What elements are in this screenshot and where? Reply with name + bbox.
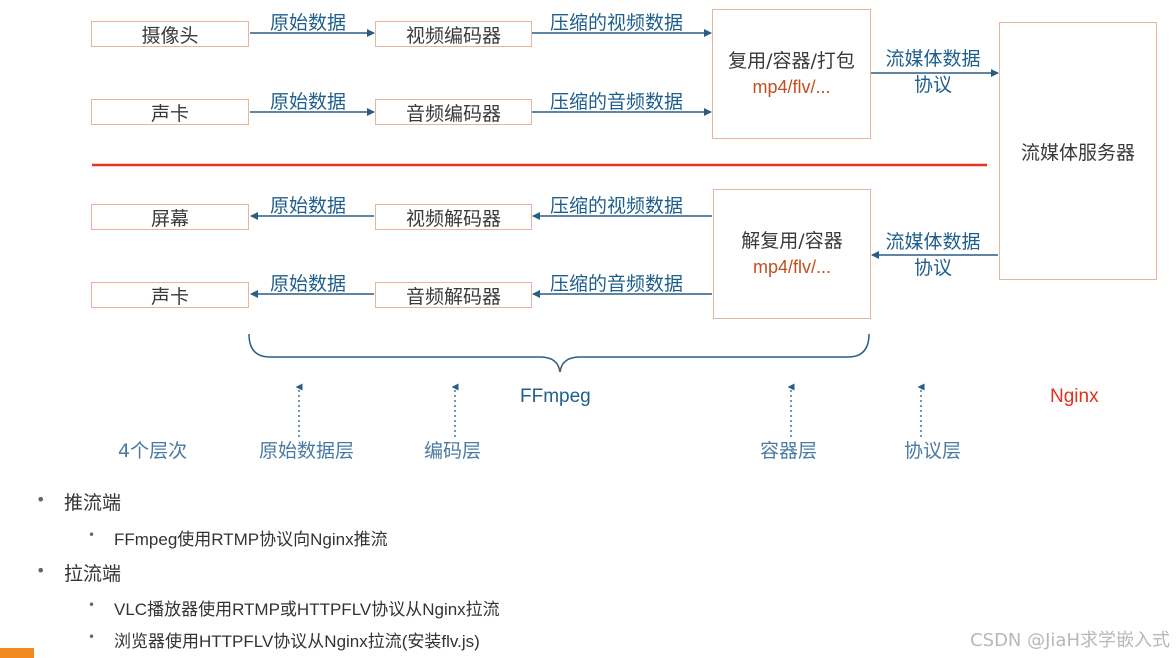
label-compressed-video-bottom: 压缩的视频数据 <box>550 195 684 217</box>
ffmpeg-label: FFmpeg <box>520 386 591 407</box>
bullet-pull-sub1: VLC播放器使用RTMP或HTTPFLV协议从Nginx拉流 <box>114 600 500 619</box>
label-raw-audio-top: 原始数据 <box>270 91 347 113</box>
demux-title: 解复用/容器 <box>741 230 843 252</box>
audio-decoder-box: 音频解码器 <box>375 282 532 308</box>
layer-encode-label: 编码层 <box>424 440 482 462</box>
corner-accent <box>0 648 34 658</box>
ffmpeg-brace <box>248 333 870 373</box>
bullet-pull-sub2: 浏览器使用HTTPFLV协议从Nginx拉流(安装flv.js) <box>114 632 480 651</box>
label-stream-protocol-top: 流媒体数据 协议 <box>885 48 981 96</box>
bullet-pull: 拉流端 <box>64 563 122 585</box>
nginx-label: Nginx <box>1050 386 1099 407</box>
label-compressed-audio-top: 压缩的音频数据 <box>550 91 684 113</box>
layer-count-label: 4个层次 <box>118 440 188 462</box>
bullet-push: 推流端 <box>64 492 122 514</box>
streaming-server-box: 流媒体服务器 <box>999 22 1157 280</box>
mux-format: mp4/flv/... <box>752 77 831 97</box>
layer-protocol-label: 协议层 <box>904 440 962 462</box>
mux-title: 复用/容器/打包 <box>728 50 855 72</box>
label-raw-audio-bottom: 原始数据 <box>270 273 347 295</box>
demux-format: mp4/flv/... <box>752 257 832 277</box>
layer-raw-label: 原始数据层 <box>259 440 355 462</box>
bullet-dot: • <box>88 630 96 644</box>
label-compressed-video-top: 压缩的视频数据 <box>550 12 684 34</box>
bullet-dot: • <box>36 561 46 580</box>
mux-container-box: 复用/容器/打包 mp4/flv/... <box>712 9 871 139</box>
bullet-dot: • <box>88 598 96 612</box>
label-compressed-audio-bottom: 压缩的音频数据 <box>550 273 684 295</box>
video-encoder-box: 视频编码器 <box>375 21 532 47</box>
video-decoder-box: 视频解码器 <box>375 204 532 230</box>
screen-box: 屏幕 <box>91 204 249 230</box>
label-raw-video-bottom: 原始数据 <box>270 195 347 217</box>
demux-container-box: 解复用/容器 mp4/flv/... <box>713 189 871 319</box>
label-raw-video-top: 原始数据 <box>270 12 347 34</box>
soundcard-output-box: 声卡 <box>91 282 249 308</box>
bullet-dot: • <box>88 528 96 542</box>
bullet-push-sub: FFmpeg使用RTMP协议向Nginx推流 <box>114 530 388 549</box>
watermark: CSDN @JiaH求学嵌入式 <box>970 630 1170 651</box>
bullet-dot: • <box>36 490 46 509</box>
camera-box: 摄像头 <box>91 21 249 47</box>
audio-encoder-box: 音频编码器 <box>375 99 532 125</box>
layer-container-label: 容器层 <box>760 440 818 462</box>
soundcard-input-box: 声卡 <box>91 99 249 125</box>
label-stream-protocol-bottom: 流媒体数据 协议 <box>885 231 981 279</box>
